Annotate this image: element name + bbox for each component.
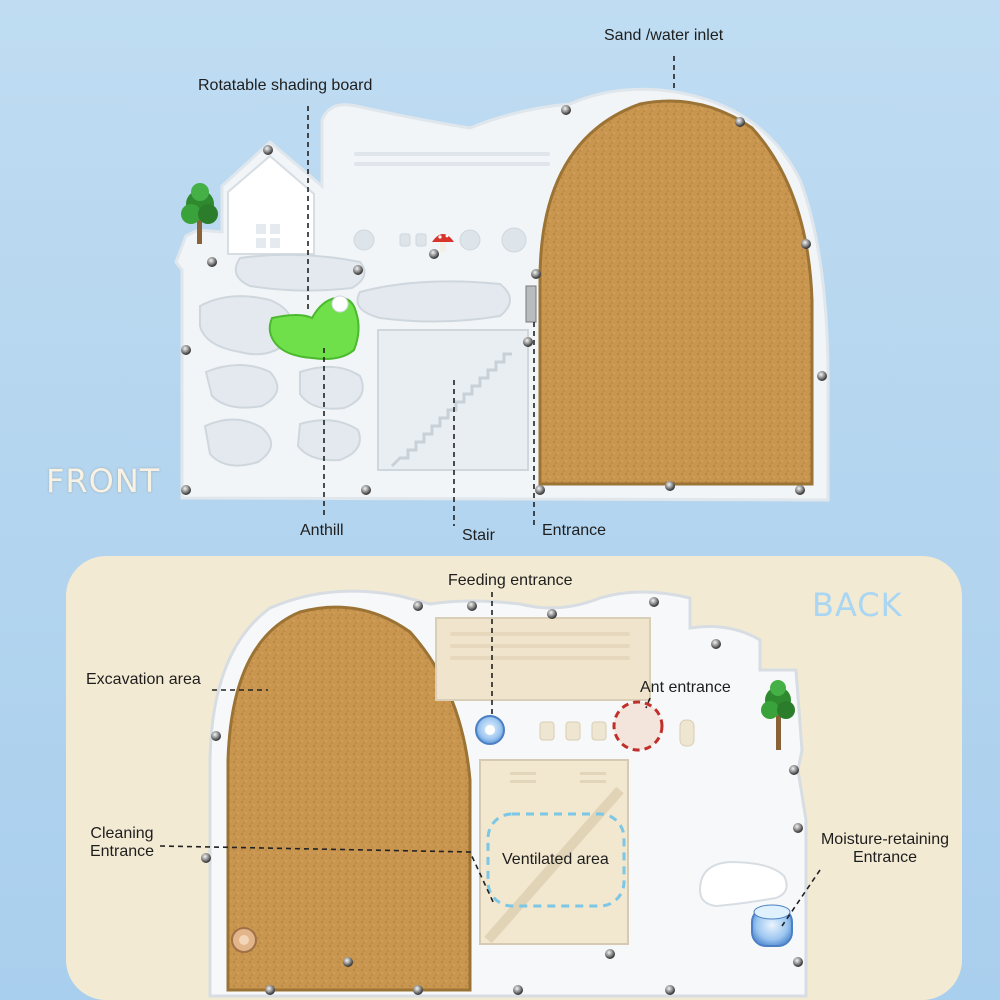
window-row bbox=[353, 227, 527, 253]
ventilated-area-outline bbox=[486, 812, 626, 908]
feeding-cap bbox=[475, 715, 505, 745]
back-middle-chamber bbox=[479, 759, 629, 945]
rotatable-shading-board bbox=[268, 296, 360, 360]
back-window-row bbox=[539, 719, 695, 747]
top-vent-slots bbox=[354, 152, 550, 166]
stair bbox=[390, 352, 512, 468]
anthill-label: Anthill bbox=[300, 522, 344, 539]
anthill-tunnels bbox=[199, 253, 511, 467]
mushroom-decoration bbox=[432, 234, 454, 252]
ventilated-area-label: Ventilated area bbox=[502, 851, 609, 868]
rotatable-shading-board-label: Rotatable shading board bbox=[198, 77, 373, 94]
sand-water-inlet-label: Sand /water inlet bbox=[604, 27, 724, 44]
back-ant-farm bbox=[159, 589, 821, 998]
moisture-entrance-line1: Moisture-retaining bbox=[820, 831, 950, 848]
excavation-sand bbox=[226, 605, 472, 992]
cleaning-entrance-line2: Entrance bbox=[89, 843, 155, 860]
front-screws bbox=[181, 105, 827, 495]
front-sand-chamber bbox=[538, 99, 814, 486]
stair-chamber bbox=[377, 329, 529, 471]
back-callout-lines bbox=[159, 592, 821, 927]
ant-entrance-marker bbox=[612, 700, 664, 752]
back-tree-decoration bbox=[761, 680, 795, 750]
front-tree-decoration bbox=[181, 183, 218, 244]
back-side-label: BACK bbox=[812, 586, 903, 624]
moisture-entrance-line2: Entrance bbox=[852, 849, 918, 866]
front-callout-lines bbox=[307, 56, 675, 528]
excavation-area-label: Excavation area bbox=[86, 671, 201, 688]
entrance-label: Entrance bbox=[542, 522, 607, 539]
cleaning-entrance-label: Cleaning Entrance bbox=[82, 825, 162, 861]
moisture-retaining-entrance-label: Moisture-retaining Entrance bbox=[814, 831, 956, 867]
ant-entrance-label: Ant entrance bbox=[640, 679, 731, 696]
front-entrance-gate bbox=[525, 285, 537, 323]
front-side-label: FRONT bbox=[46, 462, 161, 500]
back-swivel-board bbox=[698, 860, 788, 908]
feeding-entrance-label: Feeding entrance bbox=[448, 572, 573, 589]
front-ant-farm bbox=[174, 56, 830, 528]
back-screws bbox=[201, 597, 803, 995]
cleaning-entrance-cap bbox=[231, 927, 257, 953]
stair-label: Stair bbox=[462, 527, 495, 544]
moisture-cap bbox=[751, 904, 793, 947]
cleaning-entrance-line1: Cleaning bbox=[90, 825, 154, 842]
